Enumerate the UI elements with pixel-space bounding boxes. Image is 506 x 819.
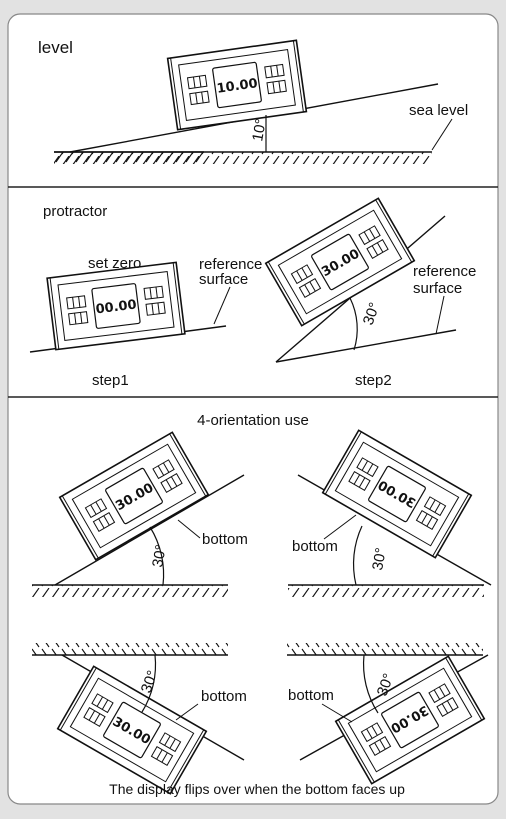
angle-label: 10° [249,117,270,142]
reference-surface-2 [275,329,457,363]
angle-label-2: 30° [369,546,390,571]
angle-label-3: 30° [138,668,162,695]
level-device: 10.00 [166,39,308,131]
reference-label-1b: surface [199,271,248,288]
section-title-level: level [38,38,73,57]
set-zero-label: set zero [88,255,141,272]
angle-label-4: 30° [374,671,398,698]
section-level: level 10.00 10° sea level [38,38,468,165]
sea-level-label: sea level [409,102,468,119]
leader-line-2 [435,295,445,335]
protractor-device-step1: 00.00 [46,261,186,351]
reference-label-1a: reference [199,256,262,273]
angle-label-1: 30° [149,543,170,568]
lcd-display-step1: 00.00 [95,298,138,318]
angle-arc-step2 [349,297,358,351]
protractor-device-step2: 30.00 [264,197,416,327]
bottom-label-4: bottom [288,687,334,704]
footer-note: The display flips over when the bottom f… [109,781,405,797]
reference-label-2a: reference [413,263,476,280]
bottom-label-2: bottom [292,538,338,555]
leader-line [431,118,453,151]
step2-label: step2 [355,372,392,389]
orientation-case-1: 30.00 30° bottom [32,431,248,597]
orientation-case-4: 30.00 30° bottom [287,643,489,785]
reference-label-2b: surface [413,280,462,297]
orientation-case-2: 30.00 30° bottom [288,429,492,597]
bottom-label-1: bottom [202,531,248,548]
bottom-label-3: bottom [201,688,247,705]
section-title-orientation: 4-orientation use [197,412,309,429]
step1-label: step1 [92,372,129,389]
section-orientation: 4-orientation use 30.00 30° bottom 30.00 [32,412,492,797]
orientation-case-3: 30.00 30° bottom [32,643,247,795]
section-protractor: protractor 00.00 set zero reference surf… [29,197,476,389]
leader-line-1 [213,286,231,325]
angle-label-step2: 30° [360,300,384,327]
lcd-display: 10.00 [216,76,259,97]
section-title-protractor: protractor [43,203,107,220]
